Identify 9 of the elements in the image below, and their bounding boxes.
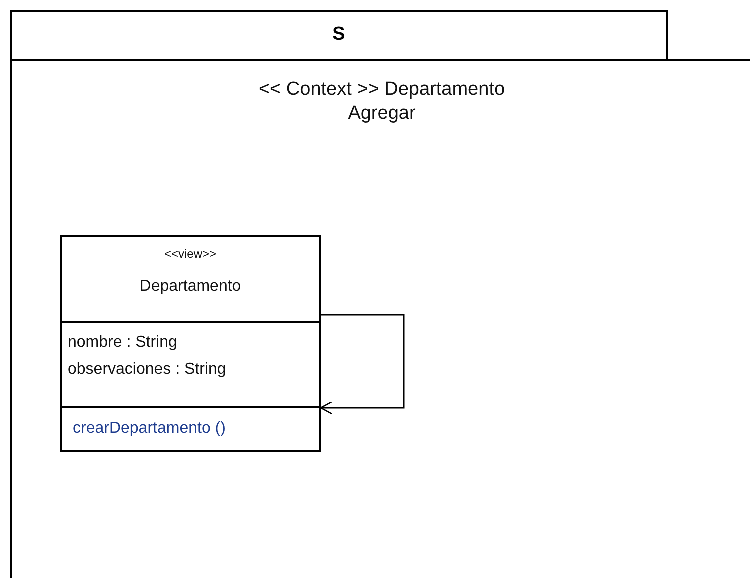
operation-text: crearDepartamento () <box>73 419 226 439</box>
attribute-text: observaciones : String <box>68 360 226 380</box>
attribute-text: nombre : String <box>68 333 178 353</box>
stereotype-label: <<view>> <box>164 246 217 263</box>
class-box <box>60 235 321 452</box>
context-label: << Context >> Departamento Agregar <box>258 78 506 126</box>
self-association-arrow <box>320 314 405 415</box>
class-name: Departamento <box>140 277 242 297</box>
package-name: S <box>332 23 346 48</box>
